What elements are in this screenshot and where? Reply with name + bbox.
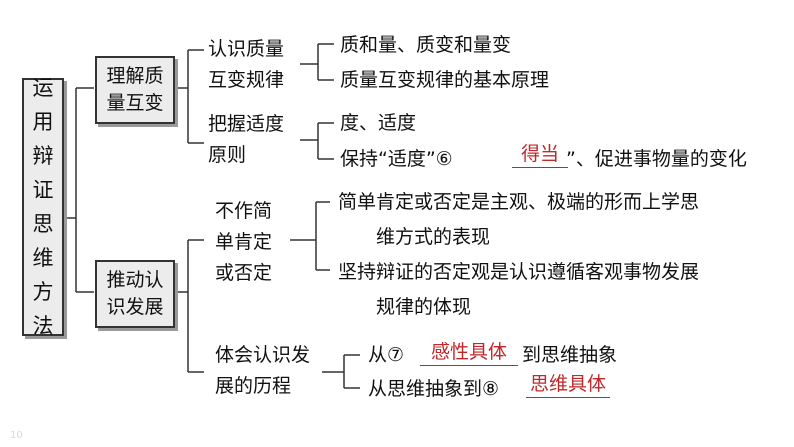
branch-box-quality-quantity: 理解质 量互变 bbox=[95, 56, 175, 124]
root-char: 用 bbox=[32, 110, 54, 134]
root-char: 法 bbox=[32, 314, 54, 338]
leaf-text: 度、适度 bbox=[340, 112, 417, 134]
root-char: 思 bbox=[32, 212, 54, 236]
root-topic-box: 运 用 辩 证 思 维 方 法 bbox=[22, 76, 64, 338]
branch-label-line: 量互变 bbox=[106, 92, 164, 114]
fill-blank-answer: 感性具体 bbox=[420, 339, 518, 366]
root-char: 辩 bbox=[32, 144, 54, 168]
leaf-suffix: 到思维抽象 bbox=[522, 344, 618, 366]
branch-label-line: 理解质 bbox=[106, 65, 164, 87]
leaf-suffix: ”、促进事物量的变化 bbox=[566, 148, 747, 170]
subtopic-law-of-change: 认识质量 互变规律 bbox=[208, 34, 284, 96]
leaf-prefix: 保持“适度”⑥ bbox=[340, 148, 453, 170]
subtopic-cognition-process: 体会认识发 展的历程 bbox=[215, 340, 310, 402]
subtopic-moderation-principle: 把握适度 原则 bbox=[208, 109, 284, 171]
subtopic-line: 或否定 bbox=[215, 262, 273, 284]
leaf-with-blank: 保持“适度”⑥ bbox=[340, 144, 453, 174]
subtopic-line: 原则 bbox=[208, 144, 247, 166]
root-char: 证 bbox=[32, 178, 54, 202]
subtopic-line: 不作简 bbox=[215, 200, 273, 222]
leaf-text: 质量互变规律的基本原理 bbox=[340, 69, 550, 91]
branch-label-line: 识发展 bbox=[106, 296, 164, 318]
subtopic-line: 认识质量 bbox=[208, 38, 285, 60]
subtopic-line: 体会认识发 bbox=[215, 344, 311, 366]
subtopic-line: 把握适度 bbox=[208, 113, 285, 135]
leaf-prefix: 从思维抽象到⑧ bbox=[368, 378, 500, 400]
branch-label-line: 推动认 bbox=[106, 269, 164, 291]
branch-box-promote-cognition: 推动认 识发展 bbox=[95, 260, 175, 328]
fill-blank-answer: 思维具体 bbox=[526, 371, 610, 398]
leaf-text: 规律的体现 bbox=[376, 296, 472, 318]
leaf-text: 质和量、质变和量变 bbox=[340, 34, 512, 56]
subtopic-line: 互变规律 bbox=[208, 69, 285, 91]
leaf-text: 简单肯定或否定是主观、极端的形而上学思 bbox=[338, 191, 700, 213]
leaf-text: 坚持辩证的否定观是认识遵循客观事物发展 bbox=[338, 261, 700, 283]
page-number: 10 bbox=[10, 430, 23, 441]
fill-blank-answer: 得当 bbox=[512, 141, 568, 168]
leaf-text: 维方式的表现 bbox=[376, 226, 491, 248]
subtopic-line: 单肯定 bbox=[215, 231, 273, 253]
subtopic-no-simple-judgement: 不作简 单肯定 或否定 bbox=[215, 196, 272, 289]
leaf-prefix: 从⑦ bbox=[368, 344, 405, 366]
root-char: 运 bbox=[32, 76, 54, 100]
subtopic-line: 展的历程 bbox=[215, 375, 292, 397]
root-char: 方 bbox=[32, 280, 54, 304]
root-char: 维 bbox=[32, 246, 54, 270]
